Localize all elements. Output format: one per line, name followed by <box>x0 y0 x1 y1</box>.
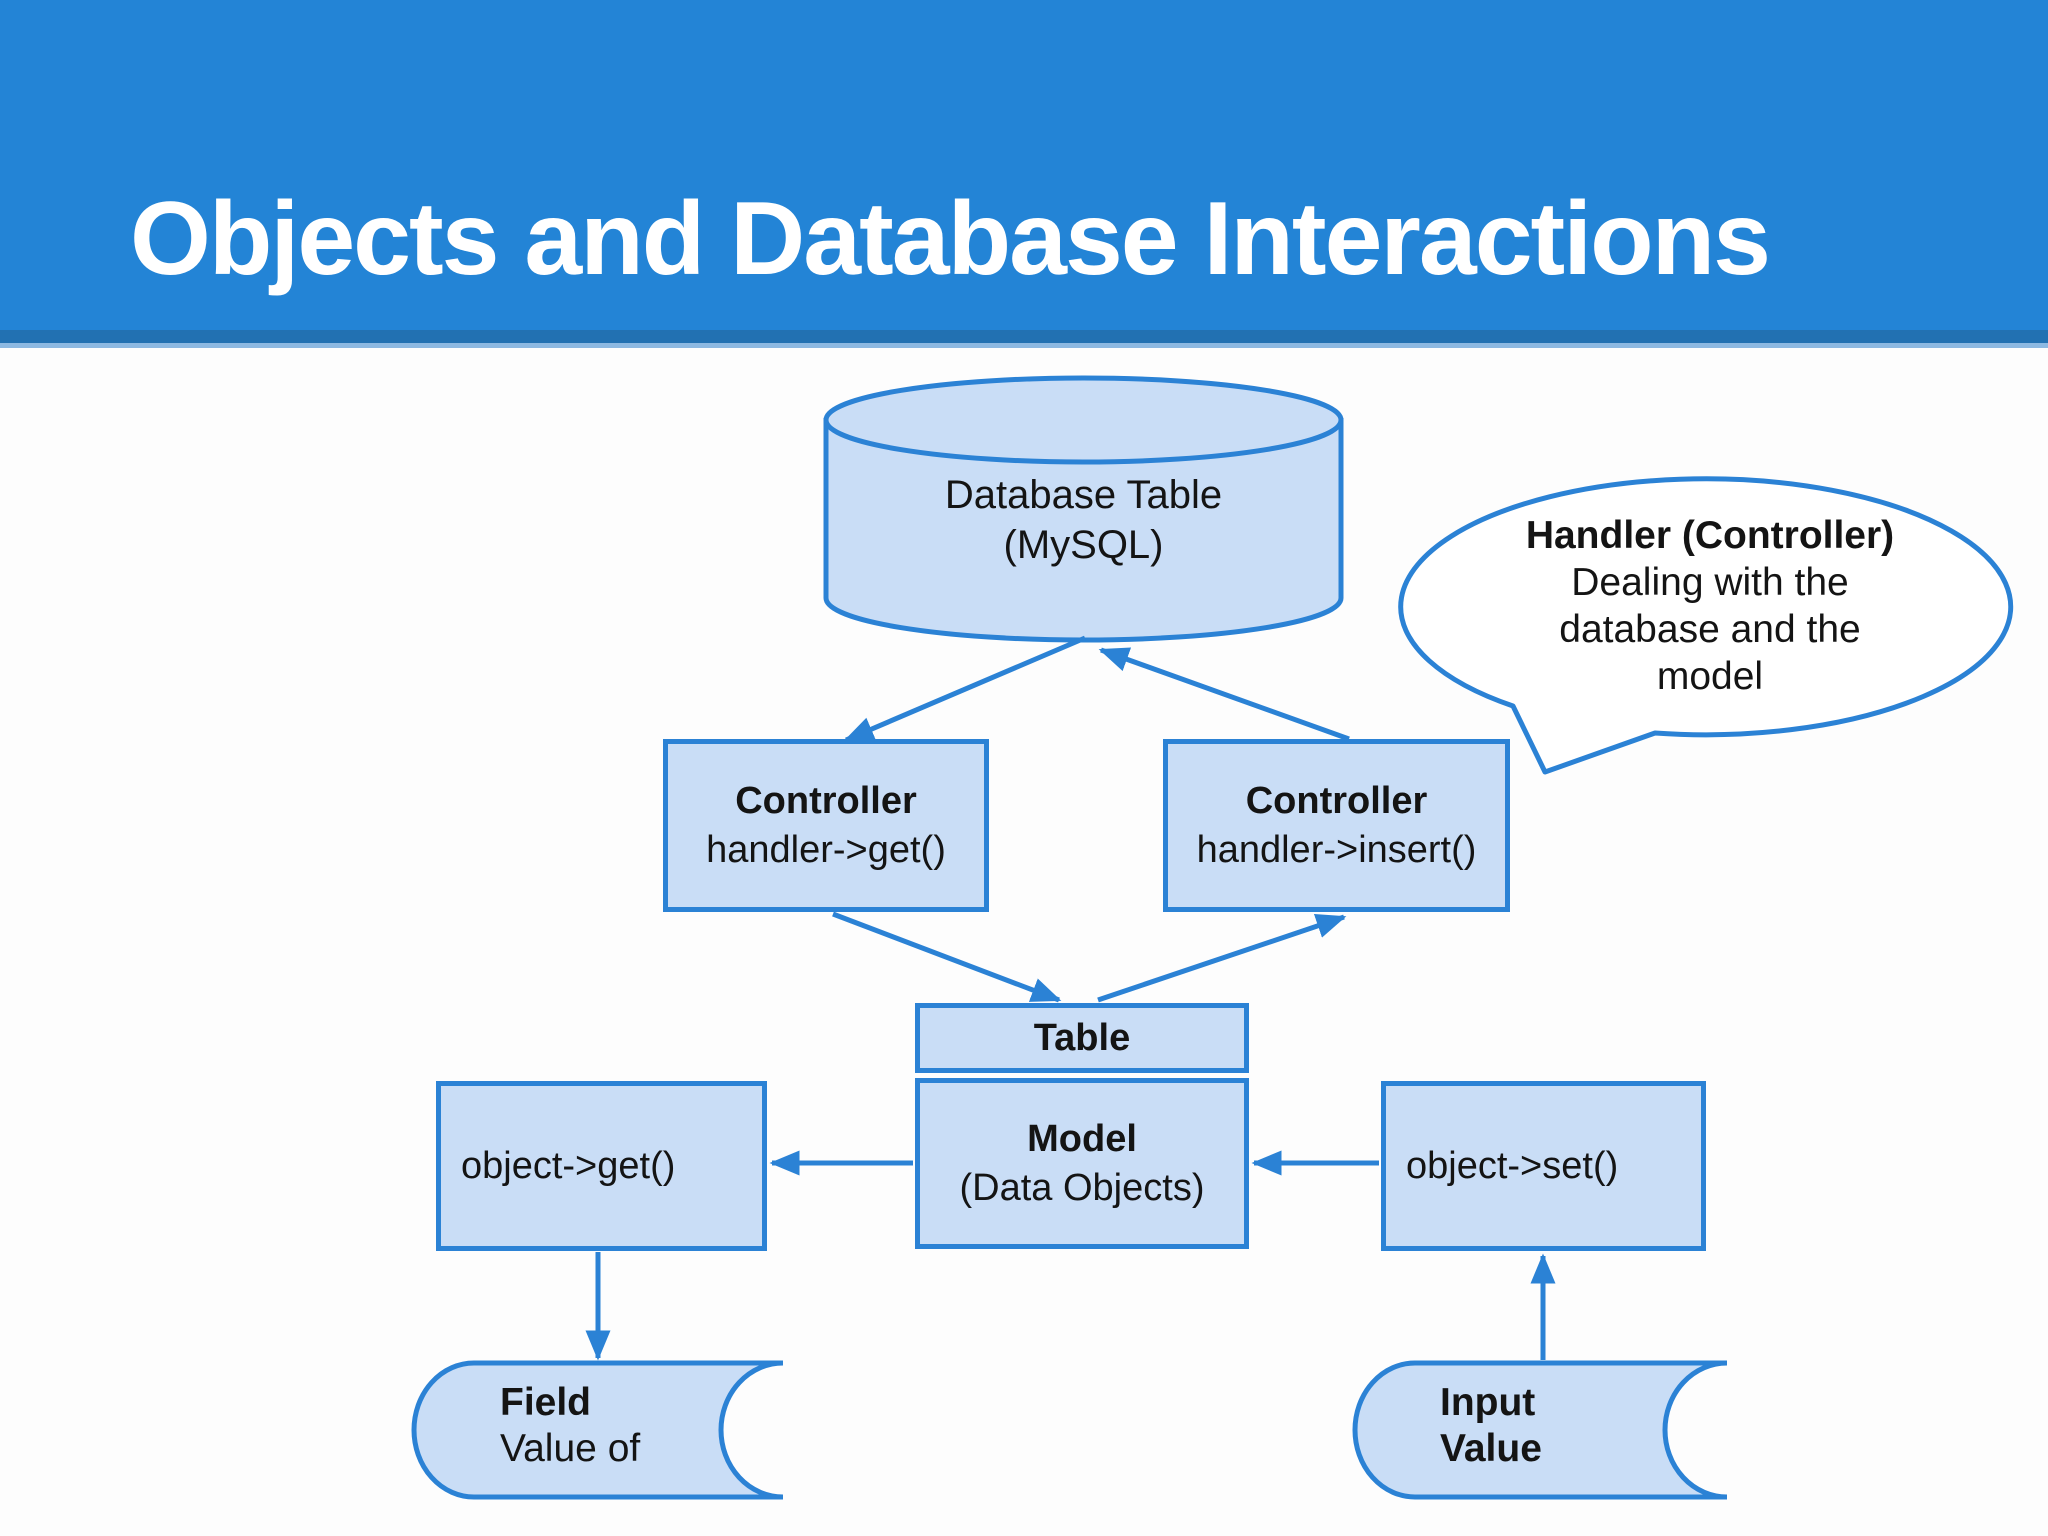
object-set-box: object->set() <box>1381 1081 1706 1251</box>
database-label: Database Table (MySQL) <box>826 470 1341 570</box>
arrow-table-to-controller-insert <box>1097 913 1347 1003</box>
controller-get-code: handler->get() <box>706 828 946 871</box>
field-title: Field <box>500 1381 592 1424</box>
controller-get-title: Controller <box>735 779 917 822</box>
database-label-line2: (MySQL) <box>1003 523 1164 567</box>
callout-label: Handler (Controller) Dealing with the da… <box>1455 512 1965 700</box>
field-subtitle: Value of <box>500 1427 641 1470</box>
model-title: Model <box>1027 1117 1137 1160</box>
controller-insert-code: handler->insert() <box>1196 828 1477 871</box>
arrow-controller-get-to-table <box>832 911 1062 1003</box>
model-subtitle: (Data Objects) <box>959 1166 1205 1209</box>
input-title: Input <box>1440 1381 1536 1424</box>
object-set-label: object->set() <box>1406 1144 1619 1187</box>
controller-get-box: Controller handler->get() <box>663 739 989 912</box>
arrow-controller-insert-to-db <box>1098 647 1350 742</box>
field-stored-data-shape <box>411 1360 784 1500</box>
connector-arrows <box>585 635 1556 1361</box>
callout-bubble-shape <box>1398 476 2014 775</box>
arrow-db-to-controller-get <box>843 635 1086 743</box>
callout-body-line1: Dealing with the <box>1571 561 1849 604</box>
title-bar-edge-highlight <box>0 343 2048 348</box>
database-label-line1: Database Table <box>944 473 1223 517</box>
callout-body-line3: model <box>1656 655 1764 698</box>
object-get-box: object->get() <box>436 1081 767 1251</box>
table-header-section: Table <box>915 1003 1249 1073</box>
title-bar-accent-strip <box>0 330 2048 343</box>
model-section: Model (Data Objects) <box>915 1078 1249 1249</box>
slide-title: Objects and Database Interactions <box>130 181 1771 297</box>
object-get-label: object->get() <box>461 1144 676 1187</box>
title-bar <box>0 0 2048 330</box>
input-label: Input Value <box>1440 1380 1700 1472</box>
field-label: Field Value of <box>500 1380 760 1472</box>
controller-insert-title: Controller <box>1245 779 1428 822</box>
table-model-box: Table Model (Data Objects) <box>915 1003 1249 1249</box>
table-header-label: Table <box>1033 1016 1131 1059</box>
callout-title: Handler (Controller) <box>1525 514 1895 557</box>
input-subtitle: Value <box>1440 1427 1542 1470</box>
callout-body-line2: database and the <box>1559 608 1861 651</box>
input-stored-data-shape <box>1352 1360 1728 1500</box>
controller-insert-box: Controller handler->insert() <box>1163 739 1510 912</box>
